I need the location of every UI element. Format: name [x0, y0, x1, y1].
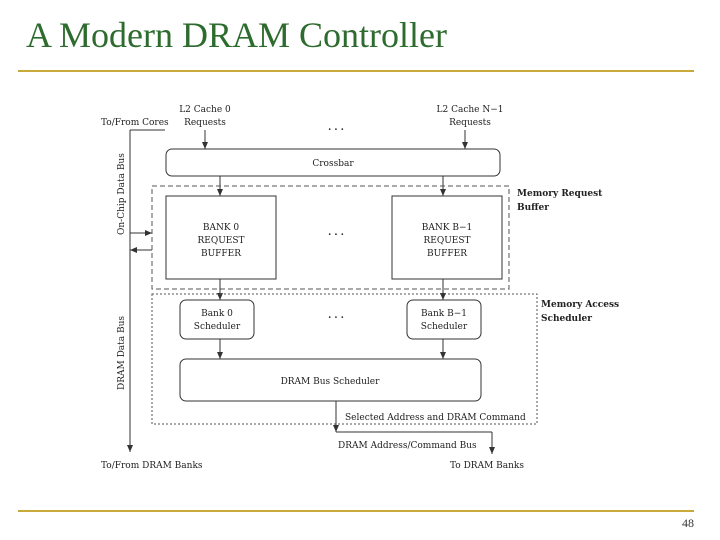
bankb-scheduler-box	[406, 299, 482, 340]
bankb-request-buffer-box	[391, 195, 503, 280]
memory-access-scheduler-label-1: Memory Access	[541, 300, 619, 310]
memory-access-scheduler-label-2: Scheduler	[541, 314, 592, 324]
dram-address-bus-label: DRAM Address/Command Bus	[338, 441, 477, 451]
bank0-request-buffer-line3: BUFFER	[201, 249, 241, 259]
to-from-cores-label: To/From Cores	[101, 118, 169, 128]
bank0-request-buffer-box	[165, 195, 277, 280]
crossbar-label: Crossbar	[312, 159, 354, 169]
to-dram-banks-label: To DRAM Banks	[450, 461, 524, 471]
bankb-scheduler-line2: Scheduler	[421, 322, 468, 332]
l2-cache-0-line2: Requests	[184, 118, 226, 128]
bankb-request-buffer-line3: BUFFER	[427, 249, 467, 259]
bankb-request-buffer-line2: REQUEST	[423, 236, 470, 246]
bank0-scheduler-line2: Scheduler	[194, 322, 241, 332]
title-divider	[18, 70, 694, 72]
bank0-request-buffer-line1: BANK 0	[203, 223, 240, 233]
dram-bus-scheduler-label: DRAM Bus Scheduler	[281, 377, 381, 387]
buffer-ellipsis: . . .	[328, 228, 344, 238]
memory-request-buffer-label-1: Memory Request	[517, 189, 603, 199]
bank0-request-buffer-line2: REQUEST	[197, 236, 244, 246]
l2-cache-n-line2: Requests	[449, 118, 491, 128]
top-ellipsis: . . .	[328, 123, 344, 133]
bankb-scheduler-line1: Bank B−1	[421, 309, 467, 319]
memory-access-scheduler-region	[151, 293, 538, 425]
page-number: 48	[682, 516, 694, 530]
memory-request-buffer-label-2: Buffer	[517, 203, 549, 213]
footer-divider	[18, 510, 694, 512]
dram-bus-scheduler-box	[179, 358, 482, 402]
bank0-scheduler-line1: Bank 0	[201, 309, 233, 319]
bank0-scheduler-box	[179, 299, 255, 340]
scheduler-ellipsis: . . .	[328, 311, 344, 321]
memory-request-buffer-region	[151, 185, 510, 290]
selected-address-label: Selected Address and DRAM Command	[345, 413, 526, 423]
crossbar-box	[165, 148, 501, 177]
l2-cache-n-line1: L2 Cache N−1	[437, 105, 504, 115]
l2-cache-0-line1: L2 Cache 0	[179, 105, 231, 115]
slide-title: A Modern DRAM Controller	[26, 15, 447, 55]
to-from-dram-banks-label: To/From DRAM Banks	[101, 461, 203, 471]
on-chip-data-bus-label: On-Chip Data Bus	[117, 153, 127, 235]
bankb-request-buffer-line1: BANK B−1	[422, 223, 472, 233]
dram-data-bus-label: DRAM Data Bus	[117, 316, 127, 390]
